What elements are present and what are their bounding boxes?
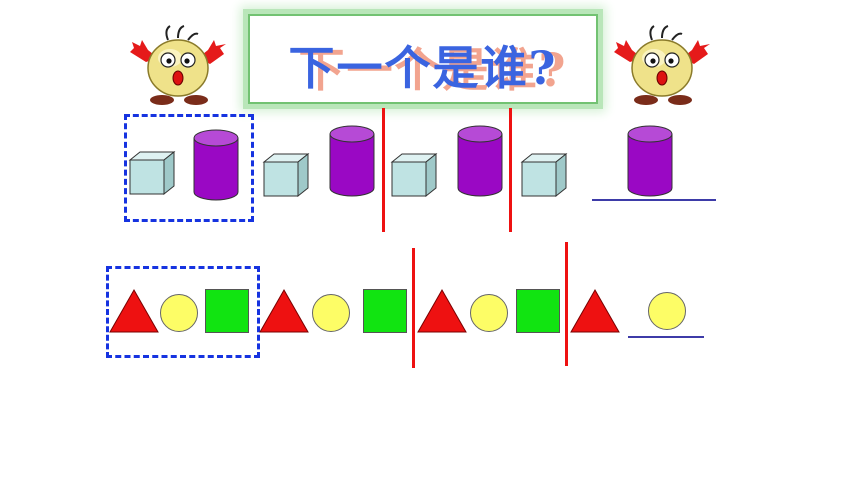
cartoon-ball-creature-icon bbox=[128, 18, 228, 108]
cube-icon bbox=[390, 152, 438, 198]
cube-icon bbox=[262, 152, 310, 198]
page-title: 下一个是谁? bbox=[288, 41, 558, 95]
cylinder-icon bbox=[329, 125, 375, 197]
page-title-shadow: 下一个是谁? bbox=[298, 43, 568, 97]
cube-icon bbox=[520, 152, 568, 198]
title-banner: 下一个是谁? 下一个是谁? bbox=[248, 14, 598, 104]
square-icon bbox=[205, 289, 249, 333]
triangle-icon bbox=[259, 288, 309, 333]
answer-line bbox=[628, 336, 704, 338]
cube-icon bbox=[128, 150, 176, 196]
triangle-icon bbox=[570, 288, 620, 333]
pattern-group-box bbox=[124, 114, 254, 222]
group-divider bbox=[382, 108, 385, 232]
circle-icon bbox=[312, 294, 350, 332]
group-divider bbox=[412, 248, 415, 368]
cylinder-icon bbox=[193, 129, 239, 201]
answer-line bbox=[592, 199, 716, 201]
pattern-group-box bbox=[106, 266, 260, 358]
triangle-icon bbox=[417, 288, 467, 333]
group-divider bbox=[509, 108, 512, 232]
triangle-icon bbox=[109, 288, 159, 333]
circle-icon bbox=[470, 294, 508, 332]
cylinder-icon bbox=[457, 125, 503, 197]
group-divider bbox=[565, 242, 568, 366]
answer-cylinder-icon bbox=[627, 125, 673, 197]
circle-icon bbox=[160, 294, 198, 332]
square-icon bbox=[516, 289, 560, 333]
square-icon bbox=[363, 289, 407, 333]
answer-circle-icon bbox=[648, 292, 686, 330]
cartoon-ball-creature-icon bbox=[612, 18, 712, 108]
